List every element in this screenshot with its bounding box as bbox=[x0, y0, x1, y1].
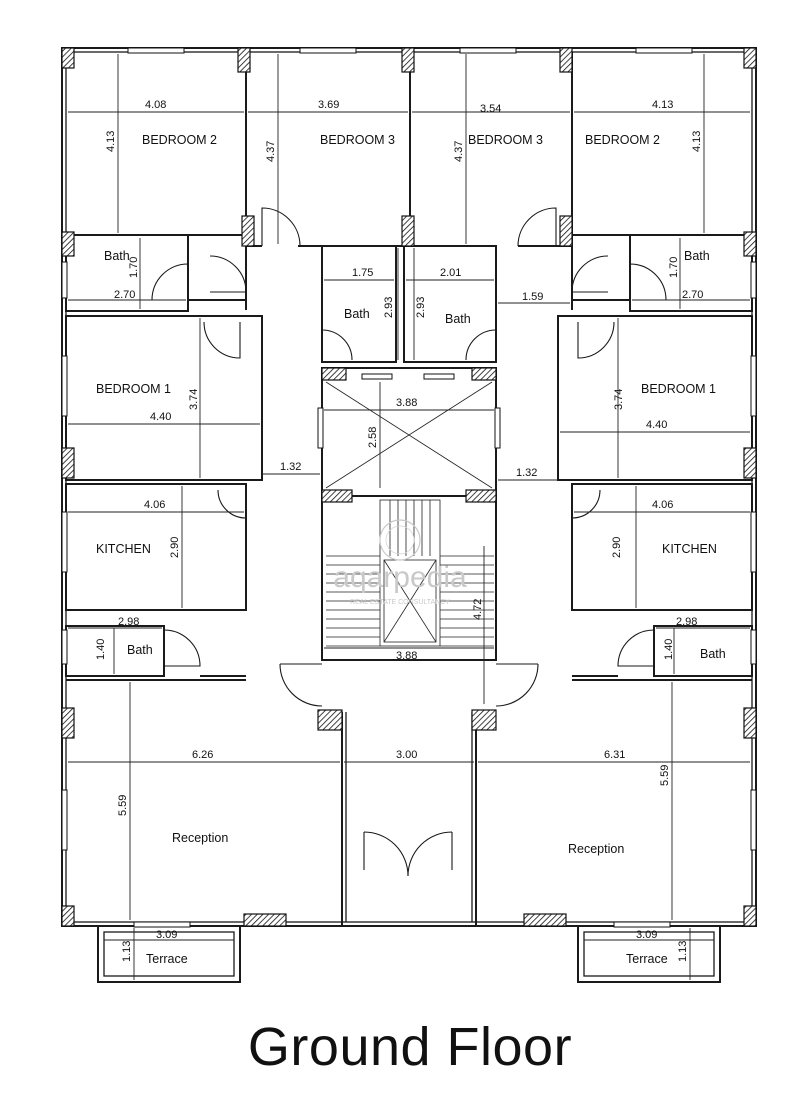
dimension-label: 1.40 bbox=[95, 639, 107, 660]
room-label-kitchen-right: KITCHEN bbox=[662, 542, 717, 556]
room-label-bedroom1-right: BEDROOM 1 bbox=[641, 382, 716, 396]
dimension-label: 4.72 bbox=[472, 599, 484, 620]
floor-title: Ground Floor bbox=[247, 1017, 573, 1077]
room-label-bedroom2-right: BEDROOM 2 bbox=[585, 133, 660, 147]
watermark-tagline: REAL ESTATE CONSULTANCY bbox=[350, 599, 450, 606]
dimension-label: 4.08 bbox=[145, 99, 166, 111]
dimension-label: 1.13 bbox=[677, 941, 689, 962]
dimension-label: 4.06 bbox=[652, 499, 673, 511]
dimension-values: 4.08 3.69 3.54 4.13 4.13 4.37 4.37 4.13 … bbox=[95, 99, 703, 962]
dimension-label: 1.32 bbox=[516, 467, 537, 479]
dimension-label: 5.59 bbox=[659, 765, 671, 786]
doors bbox=[151, 207, 667, 877]
room-label-terrace-right: Terrace bbox=[626, 952, 668, 966]
dimension-label: 2.98 bbox=[676, 616, 697, 628]
dimension-label: 3.88 bbox=[396, 397, 417, 409]
dimension-label: 2.58 bbox=[367, 427, 379, 448]
staircase bbox=[326, 499, 494, 647]
dimension-label: 2.70 bbox=[114, 289, 135, 301]
dimension-label: 6.31 bbox=[604, 749, 625, 761]
room-label-bedroom1-left: BEDROOM 1 bbox=[96, 382, 171, 396]
dimension-label: 3.69 bbox=[318, 99, 339, 111]
dimension-label: 1.32 bbox=[280, 461, 301, 473]
room-label-bath-left-top: Bath bbox=[104, 249, 130, 263]
windows bbox=[61, 47, 757, 928]
dimension-label: 4.06 bbox=[144, 499, 165, 511]
dimension-label: 3.09 bbox=[636, 929, 657, 941]
lift-shaft bbox=[325, 381, 493, 643]
dimension-label: 1.70 bbox=[668, 257, 680, 278]
room-label-bath-right-top: Bath bbox=[684, 249, 710, 263]
dimension-label: 3.74 bbox=[613, 389, 625, 410]
dimension-label: 6.26 bbox=[192, 749, 213, 761]
dimension-label: 4.13 bbox=[691, 131, 703, 152]
dimension-label: 4.13 bbox=[105, 131, 117, 152]
interior-walls bbox=[65, 52, 753, 983]
room-label-terrace-left: Terrace bbox=[146, 952, 188, 966]
dimension-label: 3.54 bbox=[480, 103, 501, 115]
dimension-lines bbox=[68, 54, 750, 980]
dimension-label: 4.40 bbox=[150, 411, 171, 423]
dimension-label: 2.93 bbox=[383, 297, 395, 318]
dimension-label: 2.70 bbox=[682, 289, 703, 301]
dimension-label: 2.98 bbox=[118, 616, 139, 628]
room-label-bath-left-low: Bath bbox=[127, 643, 153, 657]
dimension-label: 1.13 bbox=[121, 941, 133, 962]
dimension-label: 2.01 bbox=[440, 267, 461, 279]
room-label-reception-right: Reception bbox=[568, 842, 624, 856]
dimension-label: 2.93 bbox=[415, 297, 427, 318]
dimension-label: 4.13 bbox=[652, 99, 673, 111]
watermark-brand: aqarpedia bbox=[333, 561, 467, 594]
room-label-bath-right-low: Bath bbox=[700, 647, 726, 661]
dimension-label: 5.59 bbox=[117, 795, 129, 816]
room-label-bath-center-right: Bath bbox=[445, 312, 471, 326]
dimension-label: 1.59 bbox=[522, 291, 543, 303]
dimension-label: 2.90 bbox=[169, 537, 181, 558]
aqarpedia-watermark: aqarpedia REAL ESTATE CONSULTANCY bbox=[333, 519, 467, 606]
dimension-label: 3.09 bbox=[156, 929, 177, 941]
dimension-label: 3.88 bbox=[396, 650, 417, 662]
dimension-label: 1.70 bbox=[128, 257, 140, 278]
dimension-label: 4.40 bbox=[646, 419, 667, 431]
room-labels: BEDROOM 2 BEDROOM 3 BEDROOM 3 BEDROOM 2 … bbox=[96, 133, 726, 966]
dimension-label: 3.74 bbox=[188, 389, 200, 410]
room-label-bedroom3-right: BEDROOM 3 bbox=[468, 133, 543, 147]
dimension-label: 4.37 bbox=[453, 141, 465, 162]
room-label-bedroom3-left: BEDROOM 3 bbox=[320, 133, 395, 147]
room-label-bath-center-left: Bath bbox=[344, 307, 370, 321]
dimension-label: 4.37 bbox=[265, 141, 277, 162]
dimension-label: 1.75 bbox=[352, 267, 373, 279]
dimension-label: 2.90 bbox=[611, 537, 623, 558]
dimension-label: 1.40 bbox=[663, 639, 675, 660]
dimension-label: 3.00 bbox=[396, 749, 417, 761]
stair-well bbox=[379, 499, 441, 647]
room-label-reception-left: Reception bbox=[172, 831, 228, 845]
room-label-kitchen-left: KITCHEN bbox=[96, 542, 151, 556]
columns bbox=[61, 47, 757, 927]
room-label-bedroom2-left: BEDROOM 2 bbox=[142, 133, 217, 147]
